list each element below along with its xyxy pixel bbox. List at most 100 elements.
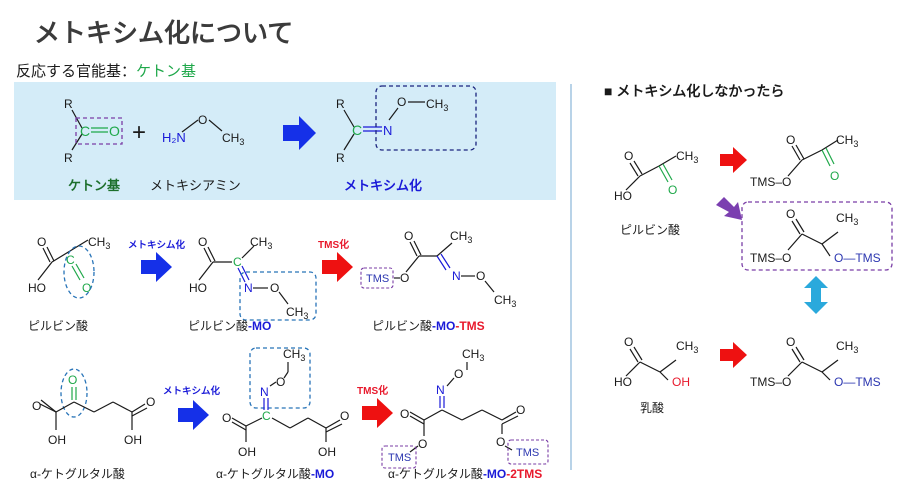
svg-text:R: R xyxy=(64,97,73,111)
svg-text:N: N xyxy=(452,269,461,283)
svg-text:H₂N: H₂N xyxy=(162,130,186,145)
svg-text:TMS: TMS xyxy=(516,447,539,459)
right-heading: ■ メトキシム化しなかったら xyxy=(604,83,784,99)
methoxyamine-structure: H₂N O CH3 xyxy=(162,113,244,147)
arrow-label-methoximation-2: メトキシム化 xyxy=(163,385,221,397)
svg-text:C: C xyxy=(80,123,90,139)
akg-structure: O O OH O OH xyxy=(32,368,155,447)
svg-text:CH3: CH3 xyxy=(222,131,244,147)
subtitle-functional-group: ケトン基 xyxy=(136,63,196,80)
arrow-tms-2 xyxy=(362,398,393,428)
svg-text:O: O xyxy=(404,229,413,243)
svg-text:O: O xyxy=(397,95,406,109)
pyruvic-acid-structure: O HO CH3 C O xyxy=(28,235,110,299)
svg-text:O: O xyxy=(830,169,839,183)
tms-box-2 xyxy=(381,445,417,469)
svg-text:OH: OH xyxy=(318,445,336,459)
reaction-arrow xyxy=(283,116,316,150)
label-methoximation: メトキシム化 xyxy=(344,178,422,193)
svg-text:O: O xyxy=(146,395,155,409)
svg-text:O—TMS: O—TMS xyxy=(834,251,881,265)
pyruvic-ketone-highlight xyxy=(63,245,95,299)
svg-text:OH: OH xyxy=(238,445,256,459)
svg-text:R: R xyxy=(336,151,345,165)
akg-ketone-highlight xyxy=(60,368,88,418)
arrow-label-tms-2: TMS化 xyxy=(357,384,388,397)
svg-text:CH3: CH3 xyxy=(283,347,305,363)
label-akg-mo: α-ケトグルタル酸-MO xyxy=(216,466,334,481)
svg-text:O: O xyxy=(198,235,207,249)
svg-text:C: C xyxy=(352,122,362,138)
svg-text:O: O xyxy=(400,271,409,285)
svg-text:CH3: CH3 xyxy=(426,97,448,113)
svg-text:CH3: CH3 xyxy=(676,149,698,165)
enol-tms-highlight-box xyxy=(741,201,893,271)
svg-text:HO: HO xyxy=(614,375,632,389)
svg-text:C: C xyxy=(66,253,75,267)
enol-tms-structure: O TMS–O CH3 O—TMS xyxy=(750,207,881,265)
svg-text:TMS–O: TMS–O xyxy=(750,375,791,389)
svg-text:O: O xyxy=(668,183,677,197)
svg-text:N: N xyxy=(436,383,445,397)
akg-mo-highlight-box xyxy=(249,347,311,409)
svg-text:TMS–O: TMS–O xyxy=(750,175,791,189)
svg-text:HO: HO xyxy=(614,189,632,203)
svg-text:O: O xyxy=(496,435,505,449)
svg-text:O: O xyxy=(516,403,525,417)
label-methoxyamine: メトキシアミン xyxy=(150,178,241,193)
svg-text:OH: OH xyxy=(124,433,142,447)
svg-text:CH3: CH3 xyxy=(88,235,110,251)
ketone-highlight-box xyxy=(75,117,123,145)
svg-text:OH: OH xyxy=(672,375,690,389)
arrow-cyan-double xyxy=(804,276,828,314)
svg-text:C: C xyxy=(233,255,242,269)
plus-sign: + xyxy=(132,119,146,146)
akg-mo-structure: CH3 O N C O OH O OH xyxy=(222,347,349,459)
methoxime-highlight-box xyxy=(375,85,477,151)
tms-box-3 xyxy=(507,439,549,465)
right-pyruvic-structure: O HO CH3 O xyxy=(614,149,698,203)
svg-text:TMS–O: TMS–O xyxy=(750,251,791,265)
pyruvic-mo-tms-structure: O TMS O CH3 N O CH3 xyxy=(360,229,516,309)
svg-text:CH3: CH3 xyxy=(836,133,858,149)
svg-text:CH3: CH3 xyxy=(836,211,858,227)
arrow-red-right-2 xyxy=(720,342,747,368)
svg-text:O: O xyxy=(32,399,41,413)
svg-text:O: O xyxy=(454,367,463,381)
label-akg-mo-2tms: α-ケトグルタル酸-MO-2TMS xyxy=(388,466,542,481)
svg-text:O: O xyxy=(109,123,120,139)
svg-text:CH3: CH3 xyxy=(676,339,698,355)
arrow-red-right-1 xyxy=(720,147,747,173)
svg-text:OH: OH xyxy=(48,433,66,447)
label-pyruvic-acid: ピルビン酸 xyxy=(28,318,88,333)
subtitle-prefix: 反応する官能基： xyxy=(16,63,136,80)
akg-mo-2tms-structure: CH3 O N O O TMS O O TMS xyxy=(381,347,549,469)
svg-text:CH3: CH3 xyxy=(250,235,272,251)
methoxime-structure: R R C N O CH3 xyxy=(336,85,477,165)
svg-text:CH3: CH3 xyxy=(494,293,516,309)
svg-text:N: N xyxy=(383,123,392,138)
svg-text:O: O xyxy=(624,335,633,349)
label-akg: α-ケトグルタル酸 xyxy=(30,466,125,481)
ketone-structure: R R C O xyxy=(64,97,123,165)
svg-text:R: R xyxy=(336,97,345,111)
arrow-methoximation-1 xyxy=(141,252,172,282)
label-lactic-acid: 乳酸 xyxy=(640,400,664,415)
arrow-methoximation-2 xyxy=(178,400,209,430)
svg-text:CH3: CH3 xyxy=(286,305,308,321)
arrow-label-tms-1: TMS化 xyxy=(318,238,349,251)
svg-text:CH3: CH3 xyxy=(450,229,472,245)
svg-text:O—TMS: O—TMS xyxy=(834,375,881,389)
label-right-pyruvic: ピルビン酸 xyxy=(620,222,680,237)
pyruvic-mo-highlight-box xyxy=(239,271,317,321)
svg-text:O: O xyxy=(222,411,231,425)
subtitle: 反応する官能基：ケトン基 xyxy=(16,63,196,80)
svg-text:O: O xyxy=(418,437,427,451)
svg-text:O: O xyxy=(276,375,285,389)
svg-text:O: O xyxy=(786,207,795,221)
svg-text:R: R xyxy=(64,151,73,165)
svg-text:O: O xyxy=(270,281,279,295)
svg-text:HO: HO xyxy=(28,281,46,295)
page-title: メトキシム化について xyxy=(34,19,293,49)
svg-text:HO: HO xyxy=(189,281,207,295)
